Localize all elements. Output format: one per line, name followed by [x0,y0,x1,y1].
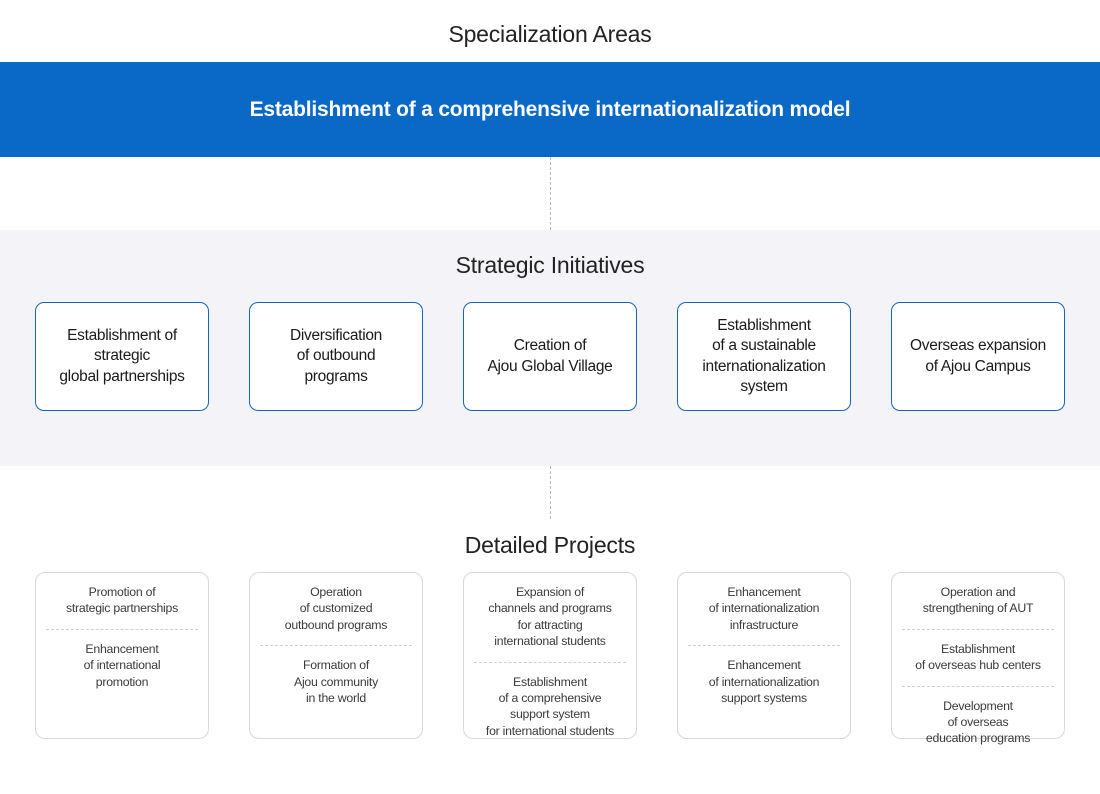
detailed-card[interactable]: Operation and strengthening of AUT Estab… [891,572,1065,745]
strategic-card-label: Establishment of strategic global partne… [59,326,185,385]
strategic-initiatives-title: Strategic Initiatives [455,252,645,278]
specialization-areas-title: Specialization Areas [448,21,652,47]
strategic-card[interactable]: Creation of Ajou Global Village [463,302,637,411]
strategic-initiatives-card-row: Establishment of strategic global partne… [35,302,1065,411]
strategic-card-label: Establishment of a sustainable internati… [702,316,826,396]
detailed-item: Enhancement of internationalization infr… [688,573,840,647]
strategic-card-label: Creation of Ajou Global Village [487,337,613,375]
detailed-item: Expansion of channels and programs for a… [474,573,626,663]
detailed-item: Enhancement of internationalization supp… [708,658,820,706]
connector-line-top [550,157,551,230]
detailed-projects-title: Detailed Projects [464,532,636,558]
detailed-card[interactable]: Promotion of strategic partnerships Enha… [35,572,209,739]
strategic-card[interactable]: Diversification of outbound programs [249,302,423,411]
detailed-card[interactable]: Operation of customized outbound program… [249,572,423,739]
detailed-item: Establishment of a comprehensive support… [485,674,615,738]
detailed-card[interactable]: Expansion of channels and programs for a… [463,572,637,739]
strategic-card[interactable]: Establishment of a sustainable internati… [677,302,851,411]
specialization-banner-text: Establishment of a comprehensive interna… [249,97,851,121]
detailed-item: Promotion of strategic partnerships [46,573,198,630]
detailed-item: Formation of Ajou community in the world [294,658,378,706]
strategic-card[interactable]: Establishment of strategic global partne… [35,302,209,411]
detailed-item: Operation of customized outbound program… [260,573,412,647]
strategic-card-label: Overseas expansion of Ajou Campus [910,337,1046,375]
detailed-card[interactable]: Enhancement of internationalization infr… [677,572,851,739]
connector-line-bottom [550,466,551,519]
detailed-item: Enhancement of international promotion [83,641,161,689]
specialization-banner: Establishment of a comprehensive interna… [0,62,1100,157]
strategic-card-label: Diversification of outbound programs [290,326,382,385]
detailed-item: Development of overseas education progra… [925,698,1031,746]
detailed-item: Establishment of overseas hub centers [902,630,1054,687]
detailed-item: Operation and strengthening of AUT [902,573,1054,630]
strategic-card[interactable]: Overseas expansion of Ajou Campus [891,302,1065,411]
detailed-projects-card-row: Promotion of strategic partnerships Enha… [35,572,1065,745]
